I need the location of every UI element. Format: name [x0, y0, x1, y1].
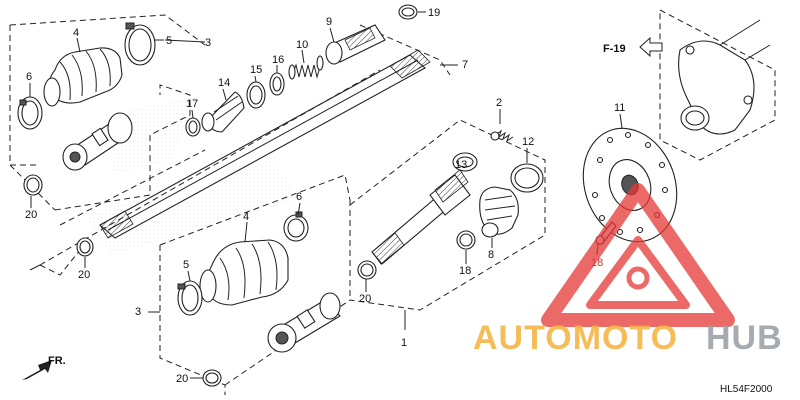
cv-joint-lower — [267, 292, 341, 353]
oring-18-center — [456, 230, 476, 250]
circlip-shaft-left — [76, 237, 94, 257]
oring-17 — [269, 72, 285, 96]
part-label: 20 — [176, 373, 188, 385]
part-label: 4 — [73, 27, 79, 39]
ring-16 — [246, 81, 266, 109]
band-upper-left — [124, 22, 156, 66]
front-label: FR. — [48, 355, 66, 367]
part-label: 20 — [25, 209, 37, 221]
part-label: 20 — [78, 269, 90, 281]
part-label: 9 — [326, 16, 332, 28]
part-label: 12 — [522, 136, 534, 148]
part-label: 5 — [183, 259, 189, 271]
part-label: 13 — [455, 159, 467, 171]
part-label: 3 — [205, 37, 211, 49]
band-left-small — [17, 96, 43, 130]
part-labels: 4 5 3 6 20 9 19 10 16 15 14 17 7 20 4 6 … — [25, 7, 625, 385]
watermark-logo: AUTOMOTO HUB — [473, 319, 783, 357]
part-label: 6 — [296, 191, 302, 203]
cv-joint-upper — [62, 112, 133, 171]
stub-shaft-8 — [325, 24, 386, 65]
circlip-lower-center — [357, 260, 377, 280]
watermark-brand-part2: HUB — [706, 319, 783, 357]
part-label: 20 — [359, 293, 371, 305]
snap-ring-14 — [510, 163, 544, 193]
part-label: 1 — [401, 337, 407, 349]
watermark-brand-part1: AUTOMOTO — [473, 319, 678, 357]
oil-seal-15 — [452, 152, 478, 172]
spring-10 — [288, 55, 324, 80]
part-label: 8 — [488, 249, 494, 261]
band-lower-5 — [177, 280, 203, 316]
part-label: 3 — [135, 306, 141, 318]
front-arrow-icon — [22, 360, 52, 380]
part-label: 19 — [428, 7, 440, 19]
watermark-triangle — [541, 183, 735, 327]
part-label: 11 — [614, 102, 625, 114]
oring-19 — [398, 4, 418, 20]
oring-18-upper — [185, 117, 201, 137]
reference-label: F-19 — [603, 43, 626, 55]
center-shaft-1 — [371, 169, 471, 265]
part-label: 7 — [462, 59, 468, 71]
part-label: 2 — [496, 97, 502, 109]
part-label: 16 — [272, 54, 284, 66]
boot-lower — [199, 239, 289, 306]
circlip-upper-left — [23, 174, 43, 196]
part-label: 18 — [459, 265, 471, 277]
part-label: 6 — [26, 71, 32, 83]
diagram-code: HL54F2000 — [720, 384, 773, 395]
part-label: 10 — [296, 39, 308, 51]
spring-2 — [490, 129, 514, 143]
part-label: 15 — [250, 64, 262, 76]
part-label: 14 — [218, 77, 230, 89]
drive-shaft — [99, 49, 431, 239]
boot-upper-left — [43, 47, 123, 107]
background-logo-watermark — [85, 95, 300, 255]
reference-arrow-icon — [639, 36, 663, 58]
boot-small-11 — [201, 91, 245, 133]
inner-boot-9 — [479, 186, 519, 238]
part-label: 5 — [166, 35, 172, 47]
part-label: 17 — [186, 98, 198, 110]
hub-knuckle-group — [659, 9, 776, 161]
band-lower-6 — [283, 211, 309, 242]
circlip-bottom — [202, 369, 222, 387]
shaft-group-outline — [29, 24, 458, 276]
part-label: 4 — [243, 211, 249, 223]
center-assembly-outline — [349, 119, 546, 330]
